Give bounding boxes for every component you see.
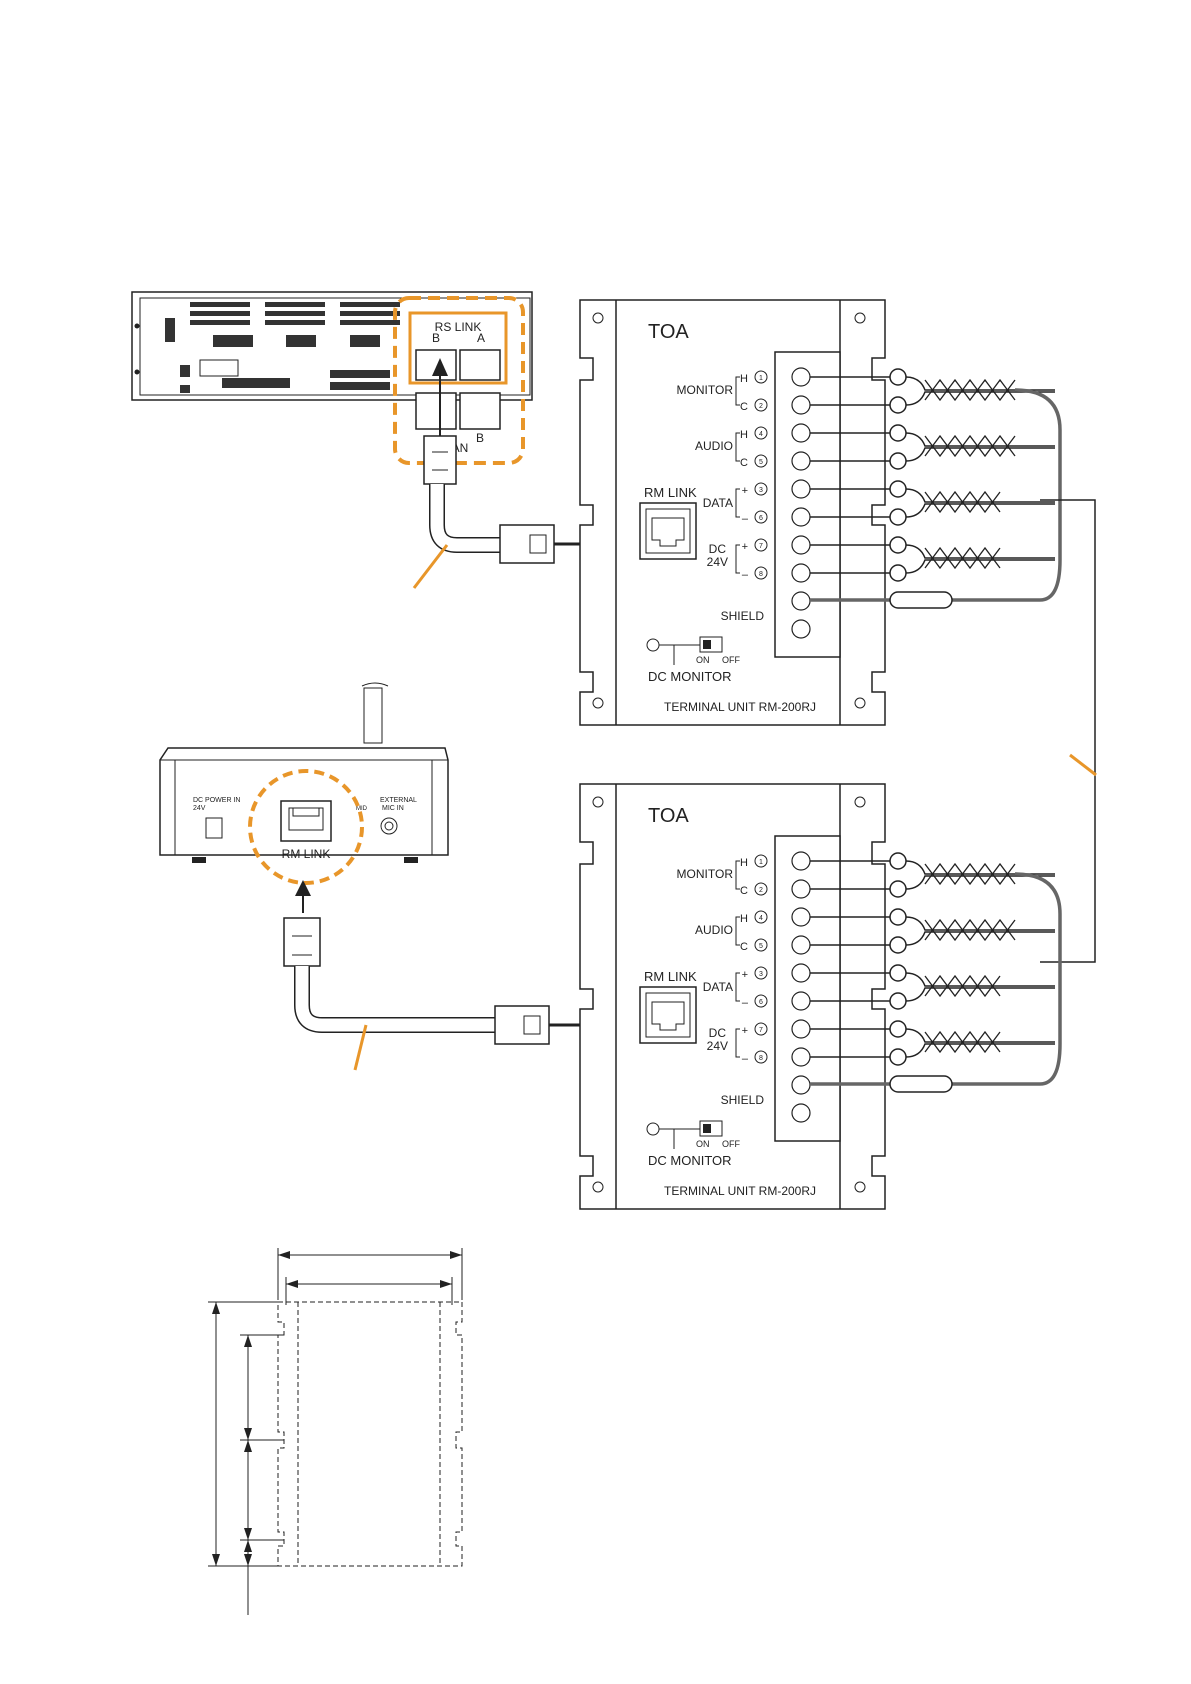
rs-link-title: RS LINK xyxy=(435,320,482,334)
terminal-unit-1: TOA RM LINK MONITOR AUDIO DATA DC 24V SH… xyxy=(580,300,1060,725)
model-label-1: TERMINAL UNIT RM-200RJ xyxy=(664,700,816,714)
terminal-number-7: 7 xyxy=(759,543,763,550)
rs-link-port-b-label: B xyxy=(432,331,440,345)
toa-logo: TOA xyxy=(648,321,689,343)
rs-link-highlight: RS LINK B A B AN xyxy=(395,298,523,463)
toa-logo-2: TOA xyxy=(648,805,689,827)
lan-port-a[interactable] xyxy=(416,393,456,429)
shield-label-1: SHIELD xyxy=(721,609,765,623)
audio-label-1: AUDIO xyxy=(695,439,733,453)
mark-plus-2: + xyxy=(742,541,748,553)
monitor-label-2: MONITOR xyxy=(677,867,734,881)
mark-c-4: C xyxy=(740,941,748,953)
rm-link-label-2: RM LINK xyxy=(644,969,697,984)
terminal-number-5b: 5 xyxy=(759,943,763,950)
mark-plus-1: + xyxy=(742,485,748,497)
mark-c-3: C xyxy=(740,885,748,897)
mark-h-3: H xyxy=(740,857,748,869)
switch-on-1: ON xyxy=(696,655,710,665)
terminal-number-4b: 4 xyxy=(759,915,763,922)
dc-power-volt-label: 24V xyxy=(193,805,206,812)
terminal-unit-2: TOA RM LINK MONITOR AUDIO DATA DC 24V SH… xyxy=(580,784,1060,1209)
model-label-2: TERMINAL UNIT RM-200RJ xyxy=(664,1184,816,1198)
data-label-1: DATA xyxy=(703,496,733,510)
terminal-number-6: 6 xyxy=(759,515,763,522)
terminal-number-2: 2 xyxy=(759,403,763,410)
audio-label-2: AUDIO xyxy=(695,923,733,937)
mark-h-1: H xyxy=(740,373,748,385)
terminal-number-8: 8 xyxy=(759,571,763,578)
dc-voltage-label-2: 24V xyxy=(707,1039,728,1053)
cable-callout-3 xyxy=(1070,755,1096,775)
mark-c-2: C xyxy=(740,457,748,469)
switch-on-2: ON xyxy=(696,1139,710,1149)
terminal-number-1b: 1 xyxy=(759,859,763,866)
dimension-drawing xyxy=(208,1248,462,1615)
switch-off-2: OFF xyxy=(722,1139,740,1149)
mark-minus-2: – xyxy=(742,569,749,581)
dc-label-1: DC xyxy=(709,542,727,556)
dc-monitor-title-2: DC MONITOR xyxy=(648,1153,732,1168)
mark-c-1: C xyxy=(740,401,748,413)
terminal-number-1: 1 xyxy=(759,375,763,382)
dc-monitor-title-1: DC MONITOR xyxy=(648,669,732,684)
rs-link-port-a-label: A xyxy=(477,331,485,345)
inter-unit-cable xyxy=(1040,500,1095,962)
terminal-number-4: 4 xyxy=(759,431,763,438)
mark-minus-4: – xyxy=(742,1053,749,1065)
dc-voltage-label-1: 24V xyxy=(707,555,728,569)
terminal-number-5: 5 xyxy=(759,459,763,466)
shield-label-2: SHIELD xyxy=(721,1093,765,1107)
dc-label-2: DC xyxy=(709,1026,727,1040)
dc-power-jack[interactable] xyxy=(206,818,222,838)
terminal-number-2b: 2 xyxy=(759,887,763,894)
terminal-number-6b: 6 xyxy=(759,999,763,1006)
monitor-label-1: MONITOR xyxy=(677,383,734,397)
lan-port-b[interactable] xyxy=(460,393,500,429)
terminal-number-3b: 3 xyxy=(759,971,763,978)
data-label-2: DATA xyxy=(703,980,733,994)
mid-label: MID xyxy=(356,806,368,812)
cable-callout-1 xyxy=(414,545,447,588)
lan-port-b-label: B xyxy=(476,431,484,445)
external-mic-label-2: MIC IN xyxy=(382,805,404,812)
external-mic-label-1: EXTERNAL xyxy=(380,797,417,804)
mark-plus-3: + xyxy=(742,969,748,981)
switch-off-1: OFF xyxy=(722,655,740,665)
mark-minus-1: – xyxy=(742,513,749,525)
mark-plus-4: + xyxy=(742,1025,748,1037)
terminal-number-3: 3 xyxy=(759,487,763,494)
mark-h-2: H xyxy=(740,429,748,441)
rs-link-port-a[interactable] xyxy=(460,350,500,380)
rm-link-label-1: RM LINK xyxy=(644,485,697,500)
remote-microphone: DC POWER IN 24V EXTERNAL MIC IN MID RM L… xyxy=(160,683,448,913)
mark-minus-3: – xyxy=(742,997,749,1009)
dc-power-in-label: DC POWER IN xyxy=(193,797,240,804)
mark-h-4: H xyxy=(740,913,748,925)
mic-rm-link-label: RM LINK xyxy=(282,847,331,861)
terminal-number-7b: 7 xyxy=(759,1027,763,1034)
terminal-number-8b: 8 xyxy=(759,1055,763,1062)
